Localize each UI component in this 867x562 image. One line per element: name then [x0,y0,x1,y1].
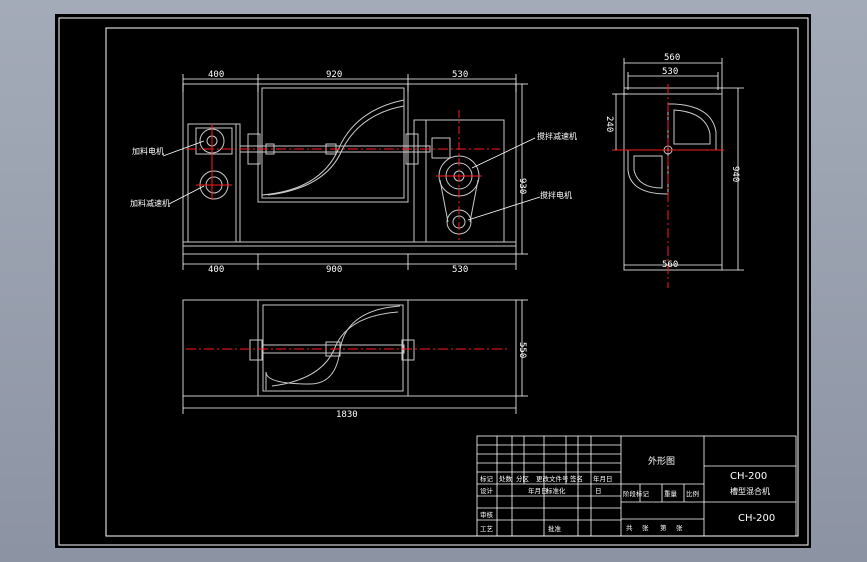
right-stand [413,119,505,243]
tb-weight: 重量 [664,490,678,498]
tb-role-process: 工艺 [480,525,494,533]
tb-scale: 比例 [686,489,699,498]
sigma-blade-front-inner [267,105,405,196]
tb-stage-mark: 阶段标记 [623,489,650,498]
side-dims [612,58,744,271]
top-trough [257,299,409,397]
dim-side-right: 940 [730,166,740,182]
base-frame [182,241,517,255]
title-block [476,435,797,537]
dim-side-bottom: 560 [662,260,678,270]
dim-top-width: 550 [517,342,527,358]
label-feed-motor: 加料电机 [132,146,164,156]
drawing-sheet [55,14,811,548]
top-bearing-right [401,339,415,361]
label-stir-reducer: 搅拌减速机 [537,131,577,141]
tb-header-date: 年月日 [593,474,613,483]
dim-front-top-mid: 920 [326,70,342,80]
outer-frame [58,17,809,546]
inner-frame [105,27,799,537]
tb-sign-date: 日 [595,487,602,495]
dim-side-left: 240 [604,116,614,132]
tb-sheet-no: 第 [660,523,667,532]
tb-drawing-name: 外形图 [648,455,675,467]
tb-header-change-doc: 更改文件号 [536,474,569,483]
side-view-outline [623,87,723,271]
top-dims [182,299,528,414]
tb-header-zone: 分区 [516,474,530,483]
trough-body [257,83,409,203]
tb-header-count: 处数 [499,474,513,483]
label-stir-motor: 搅拌电机 [540,190,572,200]
tb-sheet-total: 共 [626,523,633,532]
tb-date-label: 年月日 [528,486,548,495]
side-centerlines [612,84,724,288]
sigma-blade-front [261,99,405,196]
tb-role-review: 审核 [480,510,494,519]
tb-sheet-word2: 张 [676,523,683,532]
trough-inner [261,87,405,199]
tb-role-design: 设计 [480,486,494,495]
dim-front-top-left: 400 [208,70,224,80]
front-dims [162,74,541,270]
dim-front-bottom-left: 400 [208,265,224,275]
dim-top-length: 1830 [336,410,358,420]
front-centerlines [186,110,500,240]
left-stand [187,123,241,243]
dim-front-bottom-mid: 900 [326,265,342,275]
tb-standardize: 标准化 [546,486,566,495]
tb-header-mark: 标记 [480,474,494,483]
tb-approve: 批准 [548,524,562,533]
dim-front-height: 930 [517,178,527,194]
top-blade-outer [265,305,401,390]
tb-sheet-word: 张 [642,523,649,532]
tb-drawing-number: CH-200 [738,513,775,524]
tb-machine-name: 槽型混合机 [730,486,770,496]
label-feed-reducer: 加料减速机 [130,198,170,208]
dim-front-bottom-right: 530 [452,265,468,275]
side-blade-upper [667,103,717,151]
tb-header-sign: 签名 [570,474,583,483]
dim-side-top-outer: 560 [664,53,680,63]
dim-side-top-inner: 530 [662,67,678,77]
tb-model-code: CH-200 [730,471,767,482]
dim-front-top-right: 530 [452,70,468,80]
